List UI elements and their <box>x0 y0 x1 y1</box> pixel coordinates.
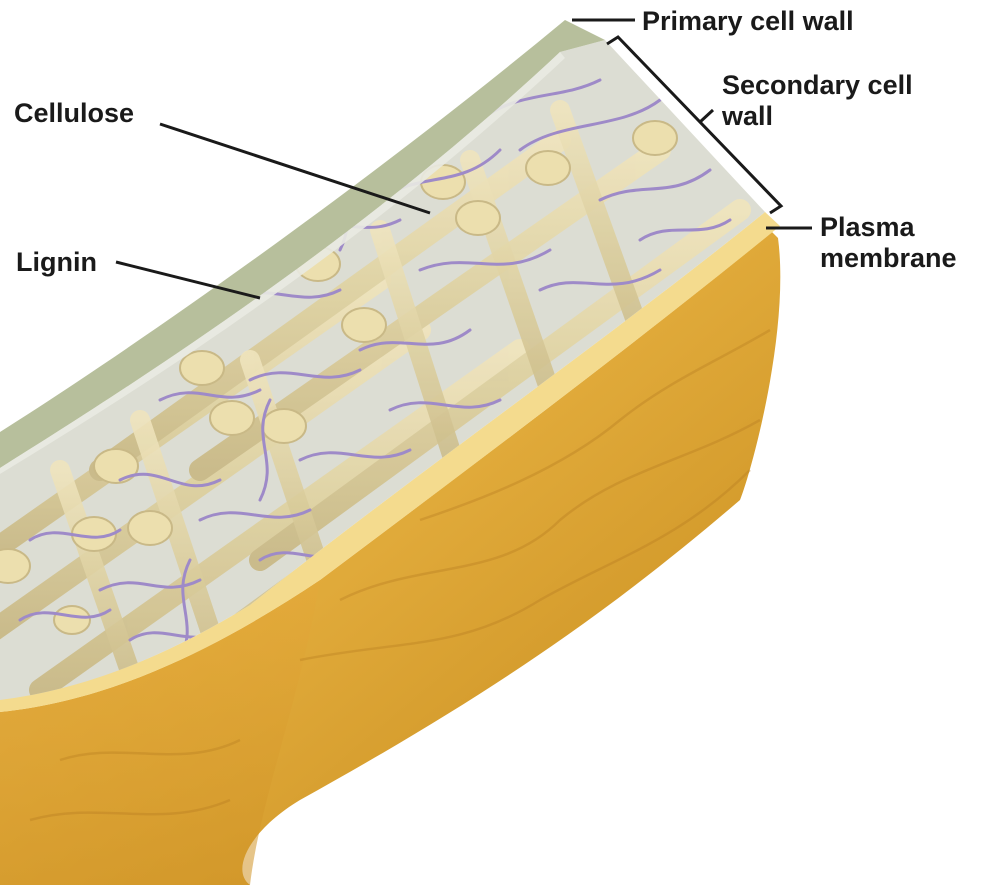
secondary-cell-wall-label: Secondary cell wall <box>722 70 913 132</box>
plasma-membrane-label: Plasma membrane <box>820 212 957 274</box>
secondary-cell-wall-text-line1: Secondary cell <box>722 70 913 101</box>
lignin-text: Lignin <box>16 247 97 278</box>
plasma-membrane-text-line1: Plasma <box>820 212 957 243</box>
lignin-label: Lignin <box>16 247 97 278</box>
primary-cell-wall-label: Primary cell wall <box>642 6 854 37</box>
cellulose-text: Cellulose <box>14 98 134 129</box>
secondary-cell-wall-text-line2: wall <box>722 101 913 132</box>
cellulose-label: Cellulose <box>14 98 134 129</box>
secondary-wall-leader <box>700 110 713 122</box>
primary-cell-wall-text: Primary cell wall <box>642 6 854 37</box>
plasma-membrane-text-line2: membrane <box>820 243 957 274</box>
